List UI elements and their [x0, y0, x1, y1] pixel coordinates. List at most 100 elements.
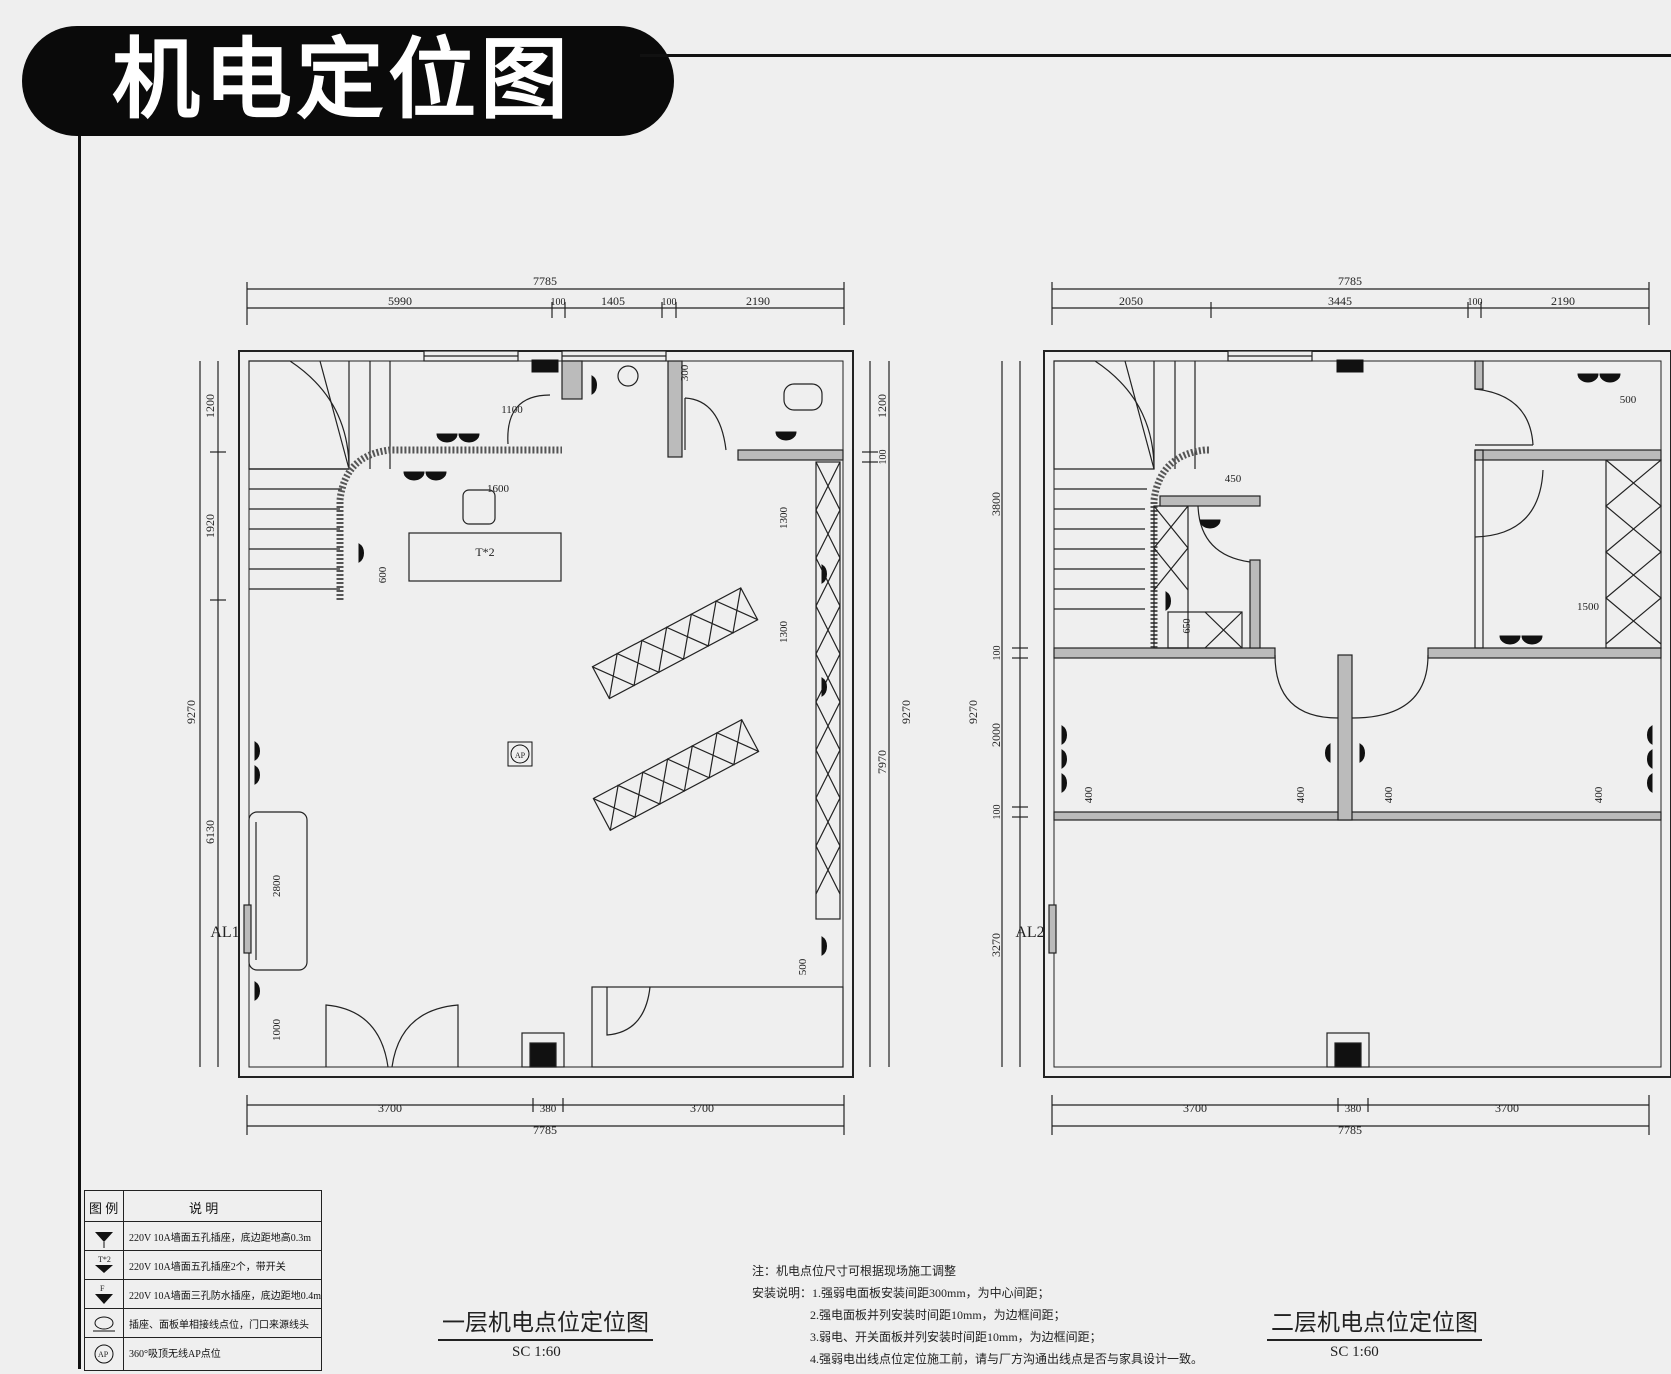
dim-p1-inner: 1300: [778, 621, 790, 644]
dim-p1-top-overall: 7785: [533, 274, 557, 288]
dim-p1-inner: 1000: [271, 1019, 283, 1042]
legend-desc: 220V 10A墙面五孔插座，底边距地高0.3m: [129, 1233, 312, 1244]
legend-desc: 插座、面板单相接线点位，门口来源线头: [129, 1320, 309, 1331]
dim-p1-inner: 600: [377, 566, 389, 583]
floor-plan-2: [1001, 282, 1671, 1135]
dim-p2-left-seg: 100: [992, 805, 1003, 820]
shelf-1: [591, 587, 759, 700]
plan-1-scale: SC 1:60: [512, 1344, 561, 1360]
page-title: 机电定位图: [112, 28, 573, 131]
dim-p2-left-seg: 3800: [989, 492, 1003, 516]
dim-p1-top-seg: 1405: [601, 294, 625, 308]
dim-p2-bottom-seg: 380: [1345, 1103, 1362, 1115]
shelf-2: [592, 718, 760, 832]
plan-1-title: 一层机电点位定位图: [438, 1303, 653, 1341]
panel-box-1: [243, 904, 252, 954]
dim-p2-left-seg: 100: [992, 646, 1003, 661]
dim-p2-left-seg: 2000: [989, 723, 1003, 747]
door-arc-2: [684, 397, 727, 451]
curved-partition: [336, 446, 562, 600]
legend-desc: 220V 10A墙面三孔防水插座，底边距地0.4m: [129, 1291, 322, 1302]
dim-p2-inner: 400: [1593, 786, 1605, 803]
sofa: [248, 811, 308, 971]
legend-row: T*2 220V 10A墙面五孔插座2个，带开关: [85, 1250, 321, 1279]
bath-fixture: [783, 383, 823, 411]
dim-p1-right-seg: 1200: [875, 394, 889, 418]
dim-p1-bottom-seg: 380: [540, 1103, 557, 1115]
note-line: 4.强弱电出线点位定位施工前，请与厂方沟通出线点是否与家具设计一致。: [810, 1352, 1204, 1366]
dim-p1-inner: 2800: [271, 875, 283, 898]
legend-header: 图 例 说 明: [85, 1191, 321, 1221]
desk: [408, 532, 562, 582]
five-hole-socket-double-icon: T*2: [95, 1255, 113, 1273]
dim-p1-left-seg: 1200: [203, 394, 217, 418]
svg-text:T*2: T*2: [98, 1255, 111, 1264]
dim-p2-inner: 450: [1225, 473, 1242, 485]
dim-p1-inner: 1300: [778, 507, 790, 530]
dim-p1-inner: 500: [797, 958, 809, 975]
legend-row: 220V 10A墙面五孔插座，底边距地高0.3m: [85, 1221, 321, 1250]
network-tv-icon: [93, 1316, 115, 1332]
dim-p2-top-seg: 2190: [1551, 294, 1575, 308]
title-banner: [22, 26, 674, 136]
wall-chunk: [561, 360, 583, 400]
dim-p2-bottom-seg: 3700: [1495, 1101, 1519, 1115]
plan-2-scale: SC 1:60: [1330, 1344, 1379, 1360]
svg-text:AP: AP: [515, 751, 526, 760]
wardrobe-right: [815, 461, 841, 920]
dim-p2-bottom-overall: 7785: [1338, 1123, 1362, 1137]
door-arc-1: [507, 394, 551, 445]
dim-p2-inner: 400: [1383, 786, 1395, 803]
dim-p1-top-seg: 100: [662, 297, 677, 308]
ap-point-icon: AP: [94, 1344, 114, 1364]
floor-plan-1: [199, 282, 890, 1135]
dim-p1-bottom-seg: 3700: [378, 1101, 402, 1115]
dim-p1-right-seg: 100: [878, 450, 889, 465]
bottom-room: [591, 986, 844, 1068]
dim-p2-top-overall: 7785: [1338, 274, 1362, 288]
note-line: 2.强电面板并列安装时间距10mm，为边框间距；: [810, 1308, 1066, 1322]
panel-label-al1: AL1: [210, 924, 239, 941]
svg-text:F: F: [100, 1284, 105, 1293]
dim-p1-right-overall: 9270: [899, 700, 913, 724]
dim-p1-top-seg: 2190: [746, 294, 770, 308]
legend-row: AP 360°吸顶无线AP点位: [85, 1337, 321, 1371]
note-line: 安装说明：1.强弱电面板安装间距300mm，为中心间距；: [752, 1286, 1050, 1300]
dim-p2-bottom-seg: 3700: [1183, 1101, 1207, 1115]
dim-p1-inner: 1100: [501, 404, 523, 416]
dim-p2-inner: 650: [1182, 619, 1193, 634]
plan-2-title: 二层机电点位定位图: [1267, 1303, 1482, 1341]
legend-header-symbol: 图 例: [89, 1201, 119, 1216]
dim-p2-top-seg: 3445: [1328, 294, 1352, 308]
svg-text:AP: AP: [98, 1350, 109, 1359]
legend-table: 图 例 说 明 220V 10A墙面五孔插座，底边距地高0.3m T*2 220…: [84, 1190, 322, 1371]
note-line: 3.弱电、开关面板并列安装时间距10mm，为边框间距；: [810, 1330, 1102, 1344]
plan-2-sockets: [1061, 359, 1653, 793]
panel-label-al2: AL2: [1015, 924, 1044, 941]
legend-header-desc: 说 明: [189, 1201, 219, 1216]
dim-p2-inner: 1500: [1577, 601, 1600, 613]
legend-row: F 220V 10A墙面三孔防水插座，底边距地0.4m: [85, 1279, 321, 1308]
dim-p2-inner: 400: [1083, 786, 1095, 803]
floor-socket-icon: F: [95, 1284, 113, 1304]
dim-p1-left-overall: 9270: [184, 700, 198, 724]
dim-p1-inner: 1600: [487, 483, 510, 495]
dim-p1-inner: 300: [679, 364, 691, 381]
dim-p1-left-seg: 1920: [203, 514, 217, 538]
frame-left-line: [78, 136, 81, 1369]
door-right-leaf: [391, 1004, 459, 1068]
dim-p1-top-seg: 100: [551, 297, 566, 308]
dim-p1-left-seg: 6130: [203, 820, 217, 844]
dim-p1-right-seg: 7970: [875, 750, 889, 774]
dim-p2-left-overall: 9270: [966, 700, 980, 724]
dim-p2-inner: 500: [1620, 394, 1637, 406]
ap-point-icon: AP: [507, 741, 533, 767]
table-socket-label: T*2: [475, 545, 494, 559]
inner-wall-line-1: [248, 360, 844, 1068]
dim-p1-top-seg: 5990: [388, 294, 412, 308]
frame-top-line: [640, 54, 1671, 57]
five-hole-socket-icon: [95, 1232, 113, 1248]
plan-1-sockets: [254, 359, 827, 1001]
